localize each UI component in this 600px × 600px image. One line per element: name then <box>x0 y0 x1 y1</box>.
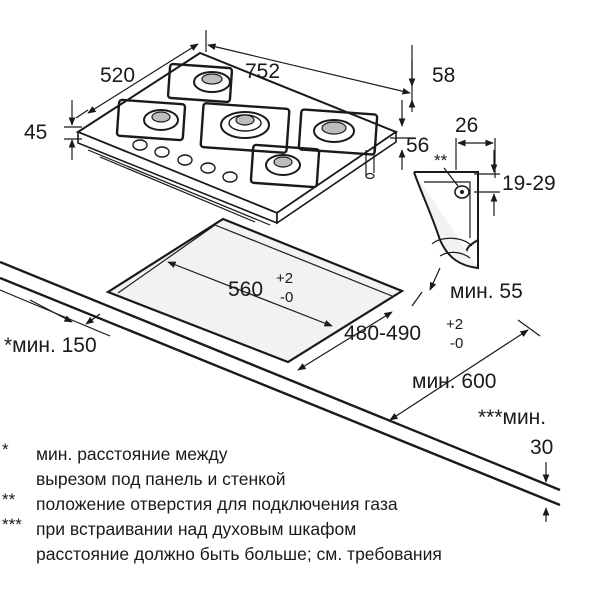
cutout-width-label: 560 <box>228 278 263 301</box>
side-label: 56 <box>406 134 429 157</box>
min-thickness-label: ***мин. <box>478 406 546 429</box>
control-knobs <box>132 139 238 183</box>
note-1-mark: * <box>2 440 9 459</box>
note-2-line-1: положение отверстия для подключения газа <box>36 494 398 514</box>
burner-right <box>297 108 379 156</box>
depth-label: 520 <box>100 64 135 87</box>
cutout-depth-label: 480-490 <box>344 322 421 345</box>
min-worktop-label: мин. 600 <box>412 370 496 393</box>
bracket-mark: ** <box>434 151 448 170</box>
gas-bracket-detail <box>413 138 500 270</box>
cutout-depth-tol-minus: -0 <box>450 335 463 352</box>
note-1-line-1: мин. расстояние между <box>36 444 228 464</box>
bracket-height-label: 19-29 <box>502 172 556 195</box>
burner-center <box>199 102 291 154</box>
cutout-width-tol-plus: +2 <box>276 270 293 287</box>
footnotes: * мин. расстояние между вырезом под пане… <box>2 440 442 564</box>
min-thickness-value: 30 <box>530 436 553 459</box>
note-3-line-2: расстояние должно быть больше; см. требо… <box>36 544 442 564</box>
note-3-line-1: при встраивании над духовым шкафом <box>36 519 356 539</box>
burner-front <box>249 143 321 189</box>
min-side-label: *мин. 150 <box>4 334 97 357</box>
bracket-width-label: 26 <box>455 114 478 137</box>
dimension-labels: 752 520 45 58 56 26 19-29 ** 560 +2 -0 4… <box>4 60 556 459</box>
note-2-mark: ** <box>2 490 16 509</box>
height-label: 45 <box>24 121 47 144</box>
rear-label: 58 <box>432 64 455 87</box>
cutout-depth-tol-plus: +2 <box>446 316 463 333</box>
dimension-lines <box>29 30 550 522</box>
width-label: 752 <box>245 60 280 83</box>
cutout-width-tol-minus: -0 <box>280 289 293 306</box>
note-1-line-2: вырезом под панель и стенкой <box>36 469 286 489</box>
note-3-mark: *** <box>2 515 22 534</box>
min-rear-label: мин. 55 <box>450 280 523 303</box>
